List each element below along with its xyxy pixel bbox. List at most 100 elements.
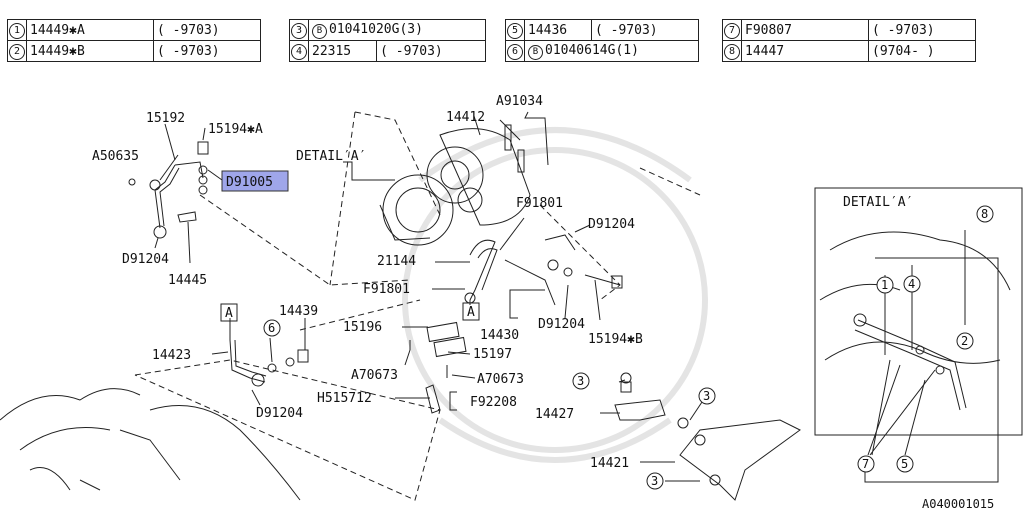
bracket-14427 — [614, 372, 689, 429]
label-d91005: D91005 — [226, 175, 273, 190]
label-detail-a: DETAIL′A′ — [296, 149, 366, 164]
oil-feed-pipe — [128, 141, 209, 239]
callout-number: 2 — [9, 43, 25, 60]
callout-number: 4 — [291, 43, 307, 60]
label-a50635: A50635 — [92, 149, 139, 164]
callout-circle — [572, 372, 590, 390]
label-14427: 14427 — [535, 407, 574, 422]
callout-number: 7 — [724, 22, 740, 39]
callout-number: 5 — [507, 22, 523, 39]
legend-row: 1 14449✱A ( -9703) — [7, 19, 261, 41]
figure-id: A040001015 — [922, 497, 994, 511]
label-d91204-mid: D91204 — [588, 217, 635, 232]
parts-diagram: 15192 15194✱A A50635 D91005 D91204 14445… — [0, 94, 1023, 511]
part-number: 14449✱B — [26, 40, 154, 62]
label-f91801-top: F91801 — [516, 196, 563, 211]
callout-circle — [976, 205, 994, 223]
callout-circle — [956, 332, 974, 350]
part-number: 14449✱A — [26, 19, 154, 41]
callout-3c: 3 — [651, 474, 658, 488]
date-range: ( -9703) — [591, 19, 699, 41]
label-f92208: F92208 — [470, 395, 517, 410]
bracket-14421 — [679, 419, 801, 501]
label-14439: 14439 — [279, 304, 318, 319]
part-number: F90807 — [741, 19, 869, 41]
highlight-box — [221, 170, 289, 192]
label-14430: 14430 — [480, 328, 519, 343]
label-15194b: 15194✱B — [588, 332, 643, 347]
label-14445: 14445 — [168, 273, 207, 288]
callout-number: 1 — [9, 22, 25, 39]
date-range: ( -9703) — [868, 19, 976, 41]
callout-8: 8 — [981, 207, 988, 221]
label-15197: 15197 — [473, 347, 512, 362]
part-number: 14447 — [741, 40, 869, 62]
legend-row: 4 22315 ( -9703) — [289, 40, 486, 62]
label-14421: 14421 — [590, 456, 629, 471]
label-d91204-mid2: D91204 — [538, 317, 585, 332]
ref-a-mid: A — [467, 305, 475, 320]
legend-row: 5 14436 ( -9703) — [505, 19, 699, 41]
callout-number: 3 — [291, 22, 307, 39]
callout-circle — [876, 276, 894, 294]
label-15192: 15192 — [146, 111, 185, 126]
callout-6: 6 — [268, 321, 275, 335]
callout-7: 7 — [862, 457, 869, 471]
label-d91204-bot: D91204 — [256, 406, 303, 421]
part-number: 01041020G(3) — [329, 21, 423, 37]
date-range: (9704- ) — [868, 40, 976, 62]
part-number: 01040614G(1) — [545, 42, 639, 58]
ref-box-a — [462, 302, 480, 321]
label-a70673-left: A70673 — [351, 368, 398, 383]
turbocharger — [379, 119, 531, 246]
legend-table-4: 7 F90807 ( -9703) 8 14447 (9704- ) — [722, 19, 976, 62]
parts-legend: 1 14449✱A ( -9703) 2 14449✱B ( -9703) 3 … — [0, 0, 1024, 80]
b-mark-icon: B — [528, 44, 543, 60]
detail-a-box — [814, 187, 1023, 483]
part-number: 14436 — [524, 19, 592, 41]
callout-3a: 3 — [577, 374, 584, 388]
callout-circle — [857, 455, 875, 473]
callout-circle — [698, 387, 716, 405]
oil-pipe-14423 — [229, 339, 309, 387]
label-a91034: A91034 — [496, 94, 543, 109]
callout-circle — [896, 455, 914, 473]
ref-box-a — [220, 303, 238, 322]
legend-row: 2 14449✱B ( -9703) — [7, 40, 261, 62]
b-mark-icon: B — [312, 23, 327, 39]
callout-3b: 3 — [703, 389, 710, 403]
callout-1: 1 — [881, 278, 888, 292]
label-d91204-left: D91204 — [122, 252, 169, 267]
label-21144: 21144 — [377, 254, 416, 269]
callout-circle — [903, 275, 921, 293]
legend-table-1: 1 14449✱A ( -9703) 2 14449✱B ( -9703) — [7, 19, 261, 62]
legend-row: 7 F90807 ( -9703) — [722, 19, 976, 41]
leader-lines — [154, 111, 703, 482]
callout-4: 4 — [908, 277, 915, 291]
label-15196: 15196 — [343, 320, 382, 335]
date-range: ( -9703) — [376, 40, 486, 62]
callout-circle — [646, 472, 664, 490]
callout-circle — [263, 319, 281, 337]
label-a70673-right: A70673 — [477, 372, 524, 387]
engine-outline — [0, 388, 301, 501]
label-f91801-bot: F91801 — [363, 282, 410, 297]
label-15194a: 15194✱A — [208, 122, 263, 137]
part-number: 22315 — [307, 40, 378, 62]
ref-a-left: A — [225, 306, 233, 321]
callout-2: 2 — [961, 334, 968, 348]
callout-number: 8 — [724, 43, 740, 60]
label-h515712: H515712 — [317, 391, 372, 406]
gasket-fittings — [409, 321, 467, 414]
oil-return-hose — [464, 234, 623, 306]
date-range: ( -9703) — [153, 19, 261, 41]
detail-a-title: DETAIL′A′ — [843, 195, 913, 210]
label-14412: 14412 — [446, 110, 485, 125]
legend-row: 8 14447 (9704- ) — [722, 40, 976, 62]
